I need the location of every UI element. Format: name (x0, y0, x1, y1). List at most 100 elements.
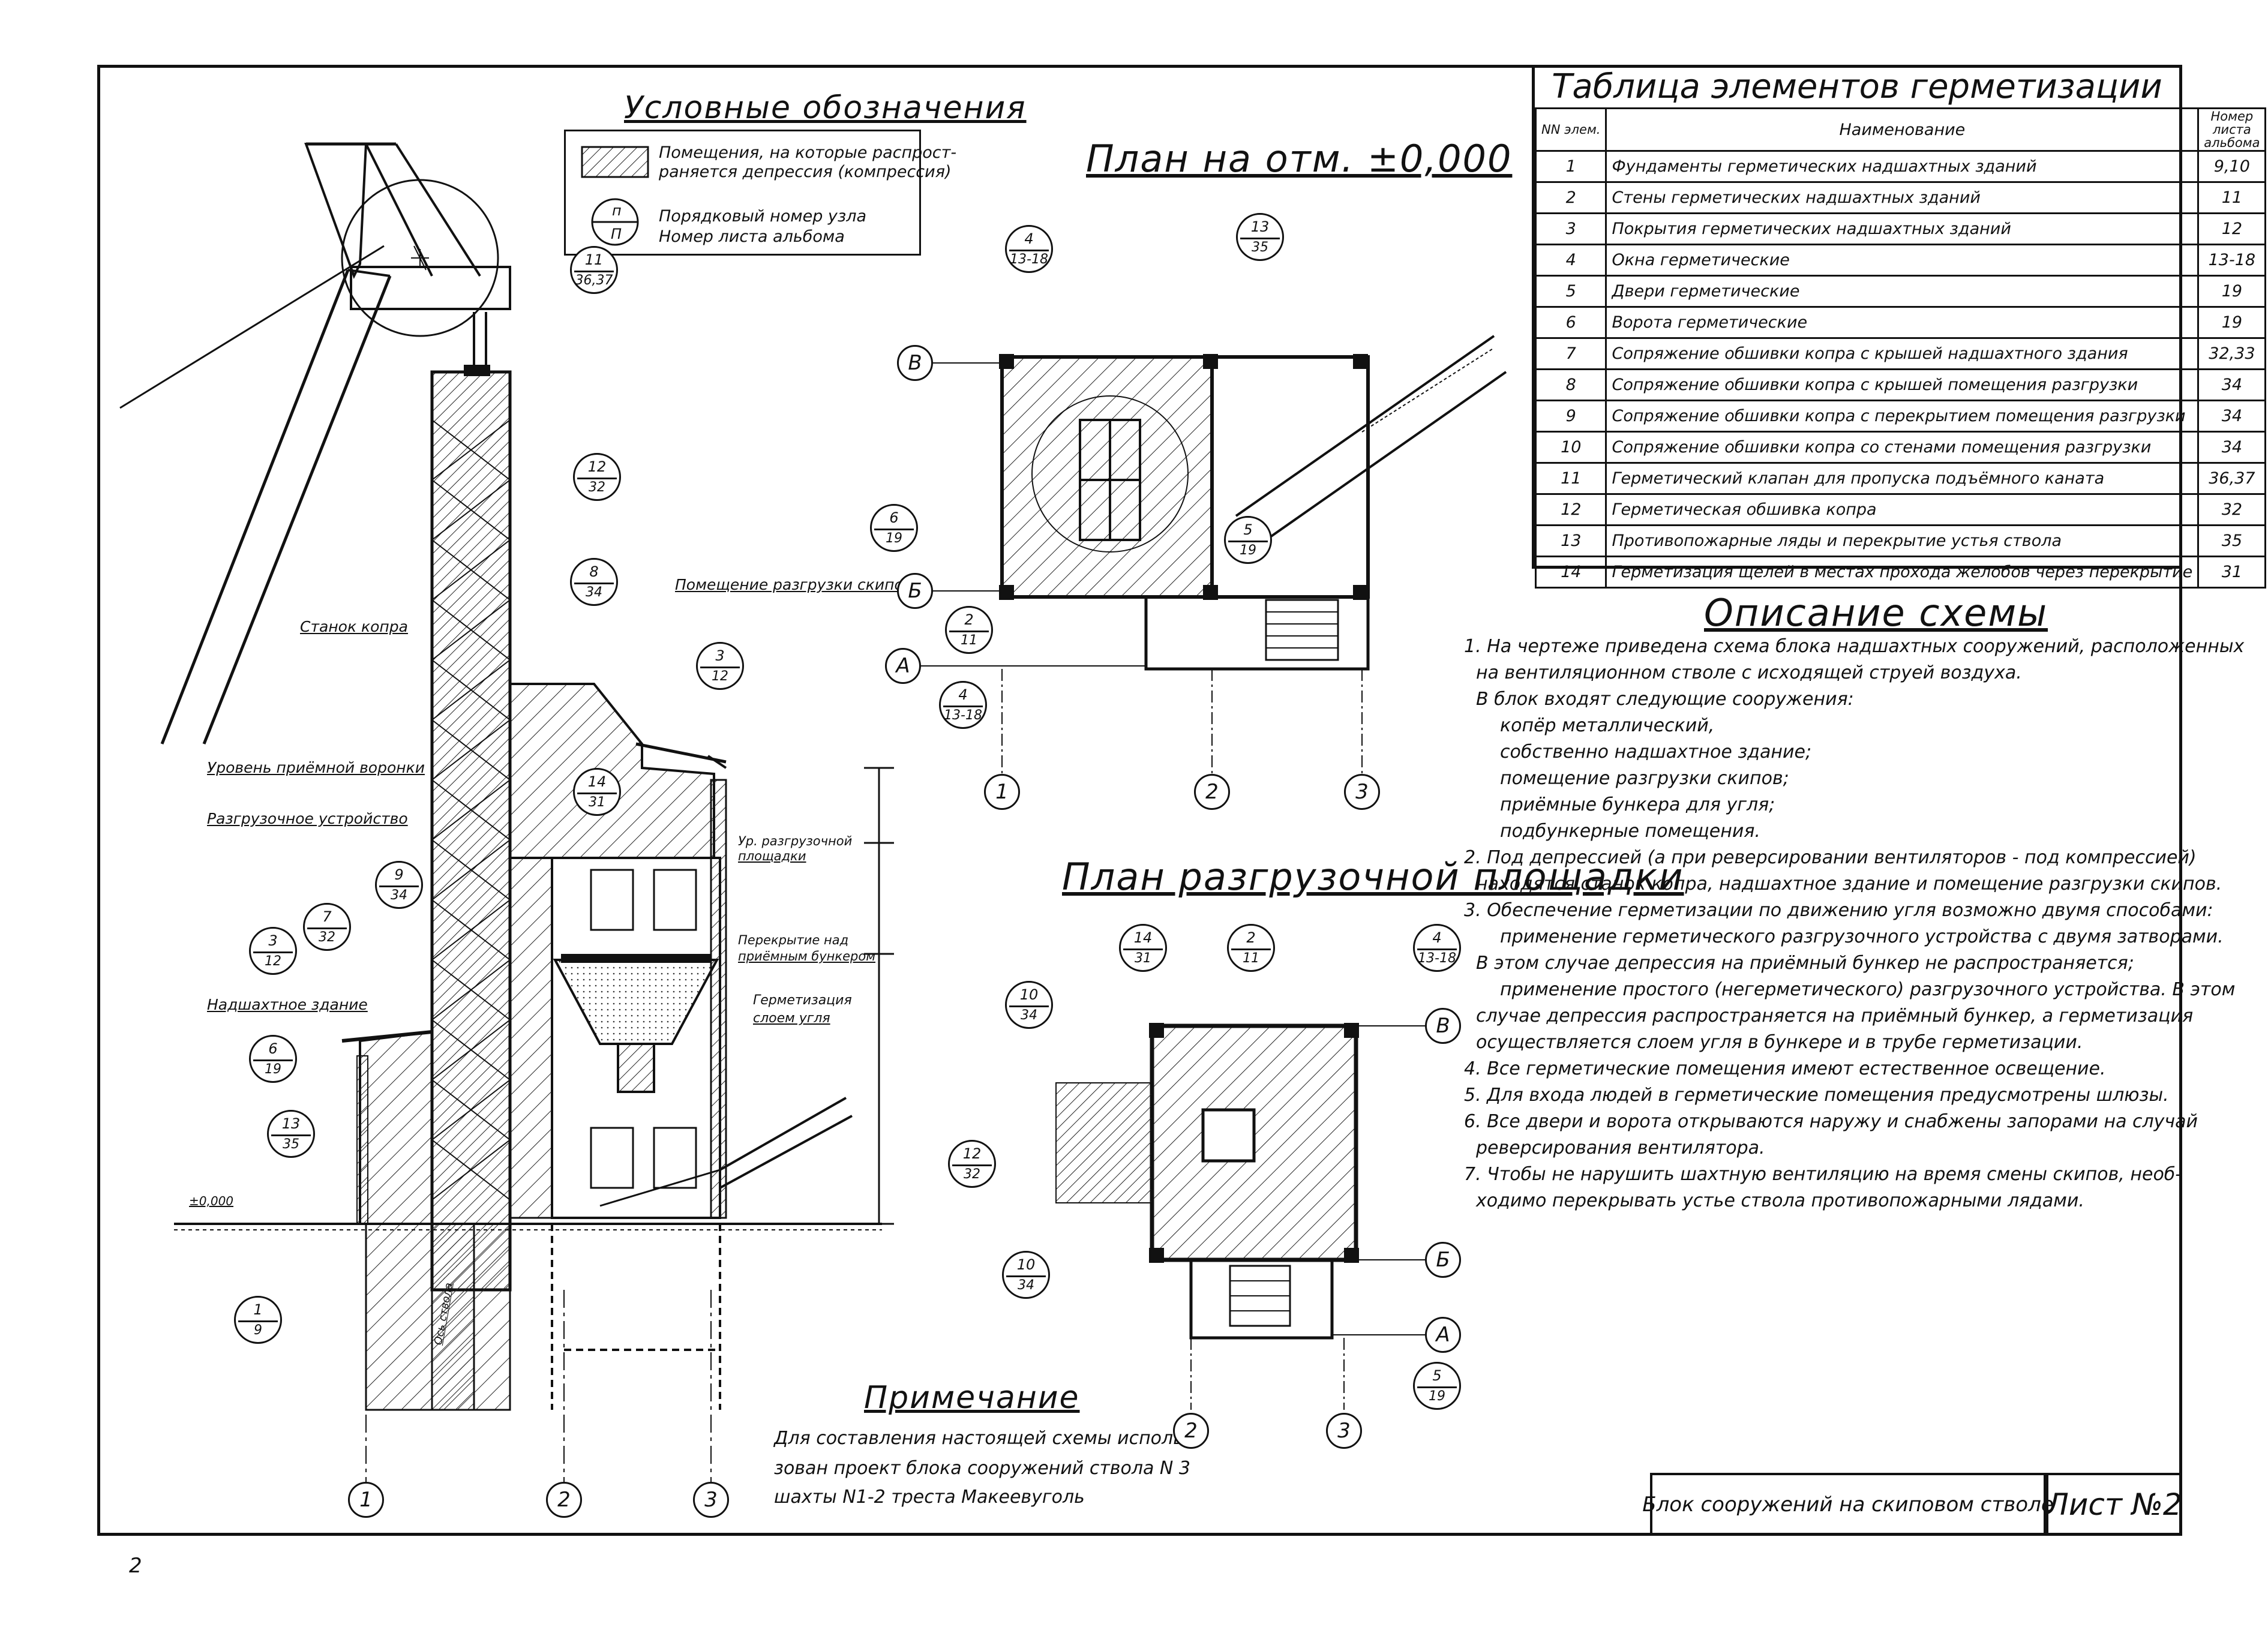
plan2-title: План разгрузочной площадки (1062, 855, 1684, 899)
description-line: на вентиляционном стволе с исходящей стр… (1476, 662, 2022, 683)
callout-sheet: 13-18 (1010, 252, 1048, 267)
table-cell-n: 4 (1534, 244, 1607, 277)
description-line: осуществляется слоем угля в бункере и в … (1476, 1032, 2083, 1053)
table-cell-p: 32,33 (2197, 337, 2267, 370)
callout-node: 6 (268, 1040, 278, 1057)
legend-title: Условные обозначения (624, 90, 1027, 126)
table-cell-n: 9 (1534, 400, 1607, 433)
callout-sheet: 34 (391, 888, 407, 903)
callout-node: 2 (1246, 929, 1256, 946)
note-line-3: шахты N1-2 треста Макеевуголь (774, 1487, 1085, 1508)
callout-sheet: 19 (1429, 1389, 1445, 1404)
label-ur-ploshch-2: площадки (738, 849, 806, 863)
axis-marker-a3: 3 (693, 1482, 729, 1518)
callout-sheet: 9 (254, 1323, 262, 1338)
title-block-name: Блок сооружений на скиповом стволе (1642, 1473, 2054, 1536)
callout-sheet: 12 (712, 669, 728, 684)
description-line: 4. Все герметические помещения имеют ест… (1464, 1058, 2106, 1079)
description-line: реверсирования вентилятора. (1476, 1137, 1765, 1158)
description-line: собственно надшахтное здание; (1500, 742, 1812, 763)
table-cell-name: Стены герметических надшахтных зданий (1605, 181, 2200, 214)
table-cell-name: Герметизация щелей в местах прохода жело… (1605, 556, 2200, 589)
callout-node: 4 (1432, 929, 1442, 946)
table-cell-n: 11 (1534, 462, 1607, 495)
label-level: ±0,000 (189, 1194, 234, 1208)
page-number: 2 (129, 1554, 142, 1578)
col-name: Наименование (1605, 107, 2200, 152)
description-line: ходимо перекрывать устье ствола противоп… (1476, 1190, 2084, 1211)
callout-sheet: 35 (283, 1137, 299, 1152)
legend-symbol-bottom: П (611, 226, 622, 242)
label-stanok: Станок копра (300, 618, 408, 635)
callout-sheet: 36,37 (575, 273, 613, 288)
label-ur-ploshch: Ур. разгрузочной (738, 834, 853, 848)
callout-node: 6 (889, 509, 899, 526)
table-cell-p: 31 (2197, 556, 2267, 589)
description-line: 7. Чтобы не нарушить шахтную вентиляцию … (1464, 1164, 2182, 1185)
table-cell-name: Герметическая обшивка копра (1605, 493, 2200, 526)
table-cell-name: Герметический клапан для пропуска подъём… (1605, 462, 2200, 495)
callout-node: 5 (1432, 1367, 1442, 1384)
table-cell-p: 12 (2197, 212, 2267, 245)
description-line: 3. Обеспечение герметизации по движению … (1464, 900, 2213, 921)
callout-node: 5 (1243, 521, 1253, 538)
callout-sheet: 31 (1135, 951, 1151, 966)
description-line: копёр металлический, (1500, 715, 1715, 736)
description-line: подбункерные помещения. (1500, 821, 1760, 842)
callout-node: 12 (962, 1145, 982, 1162)
axis-marker-Bb: Б (1425, 1242, 1461, 1278)
axis-marker-a3: 3 (1326, 1413, 1362, 1449)
axis-marker-a2: 2 (546, 1482, 582, 1518)
legend-item-depression-2: раняется депрессия (компрессия) (659, 163, 952, 181)
callout-sheet: 32 (589, 480, 605, 495)
table-cell-name: Сопряжение обшивки копра с перекрытием п… (1605, 400, 2200, 433)
callout-sheet: 34 (1018, 1278, 1034, 1293)
callout-node: 1 (253, 1301, 263, 1318)
plan1-title: План на отм. ±0,000 (1086, 137, 1513, 181)
table-cell-p: 32 (2197, 493, 2267, 526)
axis-marker-a1: 1 (348, 1482, 384, 1518)
col-no: NN элем. (1534, 107, 1607, 152)
table-cell-name: Ворота герметические (1605, 306, 2200, 339)
callout-node: 4 (1024, 230, 1034, 247)
table-cell-n: 6 (1534, 306, 1607, 339)
table-cell-p: 13-18 (2197, 244, 2267, 277)
axis-marker-B: В (897, 345, 933, 381)
axis-marker-a1: 1 (984, 774, 1020, 810)
table-cell-p: 34 (2197, 431, 2267, 464)
callout-node: 3 (715, 647, 725, 664)
axis-marker-Bb: Б (897, 573, 933, 609)
legend-item-node: Порядковый номер узла (659, 207, 867, 226)
table-cell-n: 14 (1534, 556, 1607, 589)
callout-node: 8 (589, 563, 599, 580)
table-cell-p: 34 (2197, 368, 2267, 401)
table-cell-name: Сопряжение обшивки копра с крышей помеще… (1605, 368, 2200, 401)
callout-sheet: 11 (1243, 951, 1259, 966)
callout-node: 10 (1019, 986, 1039, 1003)
section-view (119, 142, 894, 1488)
axis-marker-a2: 2 (1194, 774, 1230, 810)
callout-node: 14 (1133, 929, 1153, 946)
label-perekr: Перекрытие над (738, 933, 849, 947)
